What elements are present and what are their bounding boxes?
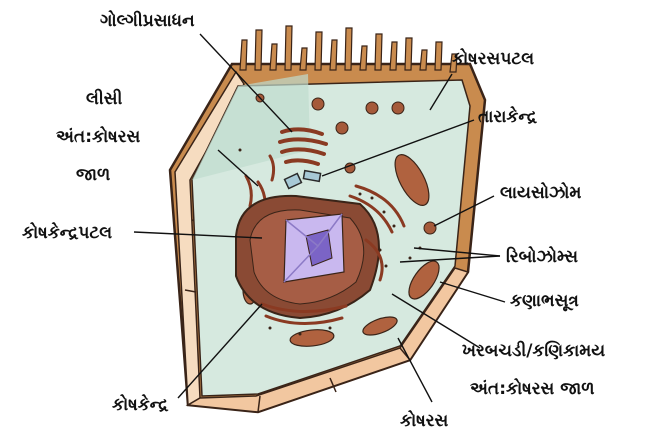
label-centrosome: તારાકેન્દ્ર <box>478 105 538 127</box>
label-rough-er-line1: ખરબચડી/કણિકામય <box>462 340 605 361</box>
nucleus <box>236 196 379 318</box>
label-mitochondria: કણાભસૂત્ર <box>510 291 579 311</box>
label-ribosomes: રિબોઝોમ્સ <box>506 245 578 267</box>
label-nucleus: કોષકેન્દ્ર <box>112 393 169 415</box>
microvilli <box>240 26 457 72</box>
label-cytoplasm: કોષરસ <box>400 409 449 431</box>
label-cell-membrane: કોષરસપટલ <box>452 47 534 69</box>
label-nuclear-membrane: કોષકેન્દ્રપટલ <box>22 221 112 243</box>
label-rough-er-line2: અંત:કોષરસ જાળ <box>470 377 595 399</box>
label-smooth-er-line1: લીસી <box>86 88 122 109</box>
label-lysosome: લાયસોઝોમ <box>500 181 581 203</box>
label-golgi-apparatus: ગોલ્ગીપ્રસાધન <box>100 9 195 31</box>
label-smooth-er-line3: જાળ <box>76 165 110 185</box>
label-smooth-er-line2: અંત:કોષરસ <box>56 125 141 147</box>
